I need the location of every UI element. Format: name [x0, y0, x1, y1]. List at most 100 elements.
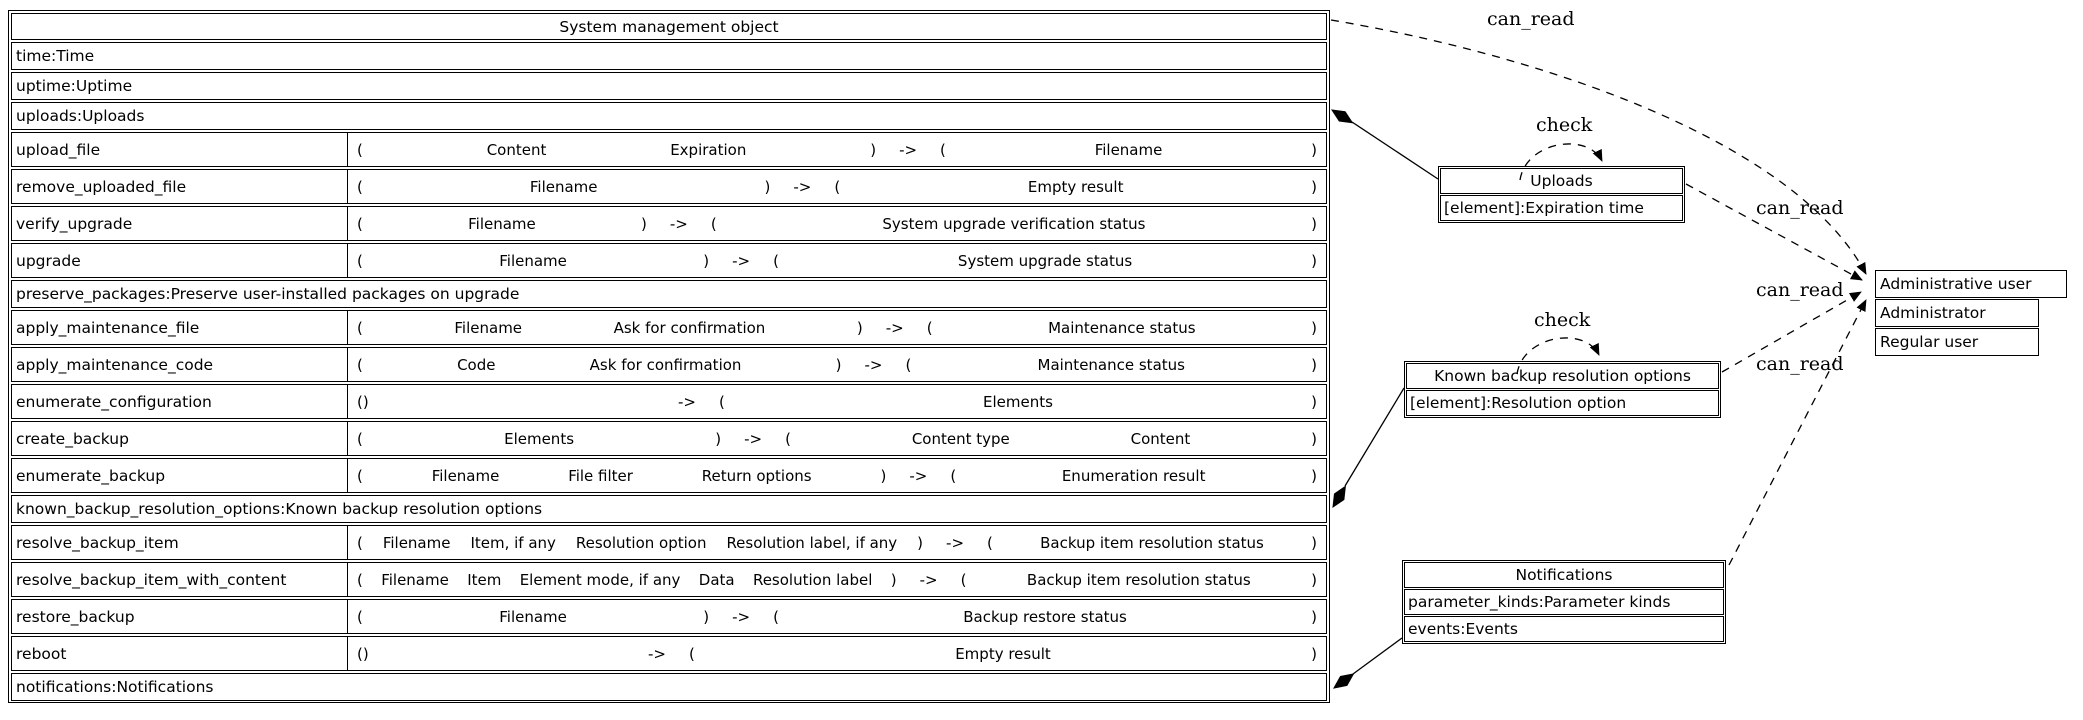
arrow-token: ->: [946, 533, 965, 552]
method-signature: () -> (Empty result): [348, 637, 1326, 670]
arrow-token: ->: [732, 607, 751, 626]
signature-token: (: [357, 429, 363, 448]
arrow-token: ->: [864, 355, 883, 374]
method-signature: (Filename)->(Empty result): [348, 170, 1326, 203]
signature-token: (: [718, 392, 725, 411]
signature-token: File filter: [568, 466, 633, 485]
signature-token: (: [987, 533, 993, 552]
notifications-node-title: Notifications: [1404, 562, 1724, 588]
signature-token: ): [1311, 214, 1317, 233]
signature-token: (: [905, 355, 912, 374]
signature-token: Item, if any: [470, 533, 556, 552]
signature-token: (: [950, 466, 957, 485]
signature-token: ): [1311, 177, 1317, 196]
signature-token: (: [357, 214, 363, 233]
signature-token: Content: [486, 140, 547, 159]
signature-token: ): [1311, 429, 1317, 448]
attribute-row: preserve_packages:Preserve user-installe…: [11, 280, 1327, 308]
signature-token: ): [1311, 355, 1317, 374]
box-row: events:Events: [1404, 616, 1724, 642]
signature-group: (Backup item resolution status): [986, 534, 1318, 552]
signature-token: System upgrade verification status: [882, 214, 1146, 233]
signature-token: (: [357, 355, 363, 374]
signature-token: (): [357, 644, 369, 663]
signature-token: Enumeration result: [1061, 466, 1206, 485]
uploads-node: Uploads [element]:Expiration time: [1438, 166, 1685, 223]
signature-token: Filename: [499, 607, 567, 626]
method-name: resolve_backup_item_with_content: [12, 563, 348, 596]
method-name: create_backup: [12, 422, 348, 455]
attribute-row: known_backup_resolution_options:Known ba…: [11, 495, 1327, 523]
signature-group: (Elements): [718, 393, 1318, 411]
signature-token: Backup item resolution status: [1040, 533, 1264, 552]
signature-token: ): [1311, 318, 1317, 337]
signature-token: Resolution option: [575, 533, 707, 552]
signature-token: Data: [698, 570, 735, 589]
edge-label-check-known-backup: check: [1534, 309, 1591, 331]
administrative-user-title: Administrative user: [1875, 270, 2067, 298]
known-backup-node-title: Known backup resolution options: [1406, 363, 1719, 389]
signature-group: (Filename): [939, 141, 1318, 159]
signature-token: (: [710, 214, 717, 233]
arrow-token: ->: [648, 644, 666, 663]
signature-group: (Filename): [356, 215, 648, 233]
signature-group: (System upgrade status): [772, 252, 1318, 270]
method-name: apply_maintenance_file: [12, 311, 348, 344]
signature-group: (Backup restore status): [772, 608, 1318, 626]
method-name: apply_maintenance_code: [12, 348, 348, 381]
composition-diamond-notifications: [1333, 673, 1355, 689]
signature-token: ): [703, 607, 710, 626]
signature-token: (): [357, 392, 369, 411]
method-row: enumerate_configuration () -> (Elements): [11, 384, 1327, 419]
signature-token: (: [357, 607, 363, 626]
signature-group: ( Filename): [356, 608, 710, 626]
method-signature: (Filename)->(System upgrade verification…: [348, 207, 1326, 240]
method-row: upgrade(Filename)->(System upgrade statu…: [11, 243, 1327, 278]
edge-label-check-uploads: check: [1536, 114, 1593, 136]
signature-token: ): [856, 318, 863, 337]
signature-token: ): [835, 355, 842, 374]
signature-token: ): [917, 533, 924, 552]
arrow-token: ->: [732, 251, 751, 270]
method-signature: () -> (Elements): [348, 385, 1326, 418]
method-name: reboot: [12, 637, 348, 670]
signature-token: (: [357, 318, 363, 337]
method-name: upload_file: [12, 133, 348, 166]
method-row: remove_uploaded_file(Filename)->(Empty r…: [11, 169, 1327, 204]
signature-token: Item: [467, 570, 502, 589]
signature-token: (: [357, 466, 363, 485]
method-row: reboot () -> (Empty result): [11, 636, 1327, 671]
composition-diamond-known-backup: [1332, 485, 1346, 509]
signature-token: Filename: [1094, 140, 1163, 159]
signature-group: (Elements): [356, 430, 722, 448]
signature-group: (Maintenance status): [926, 319, 1318, 337]
signature-token: ): [715, 429, 722, 448]
signature-token: Filename: [468, 214, 536, 233]
signature-token: Expiration: [670, 140, 747, 159]
signature-group: (Empty result): [688, 645, 1318, 663]
edge-label-can-read-uploads: can_read: [1756, 197, 1844, 219]
can-read-edge-notifications: [1728, 299, 1867, 566]
signature-token: (: [357, 533, 363, 552]
signature-token: ): [880, 466, 887, 485]
signature-token: System upgrade status: [957, 251, 1133, 270]
signature-token: ): [890, 570, 897, 589]
signature-token: Maintenance status: [1037, 355, 1185, 374]
signature-group: (Enumeration result): [949, 467, 1318, 485]
method-name: enumerate_configuration: [12, 385, 348, 418]
signature-token: Empty result: [955, 644, 1051, 663]
composition-diamond-uploads: [1330, 109, 1354, 124]
notifications-node: Notifications parameter_kinds:Parameter …: [1402, 560, 1726, 644]
signature-token: (: [785, 429, 791, 448]
arrow-token: ->: [678, 392, 696, 411]
